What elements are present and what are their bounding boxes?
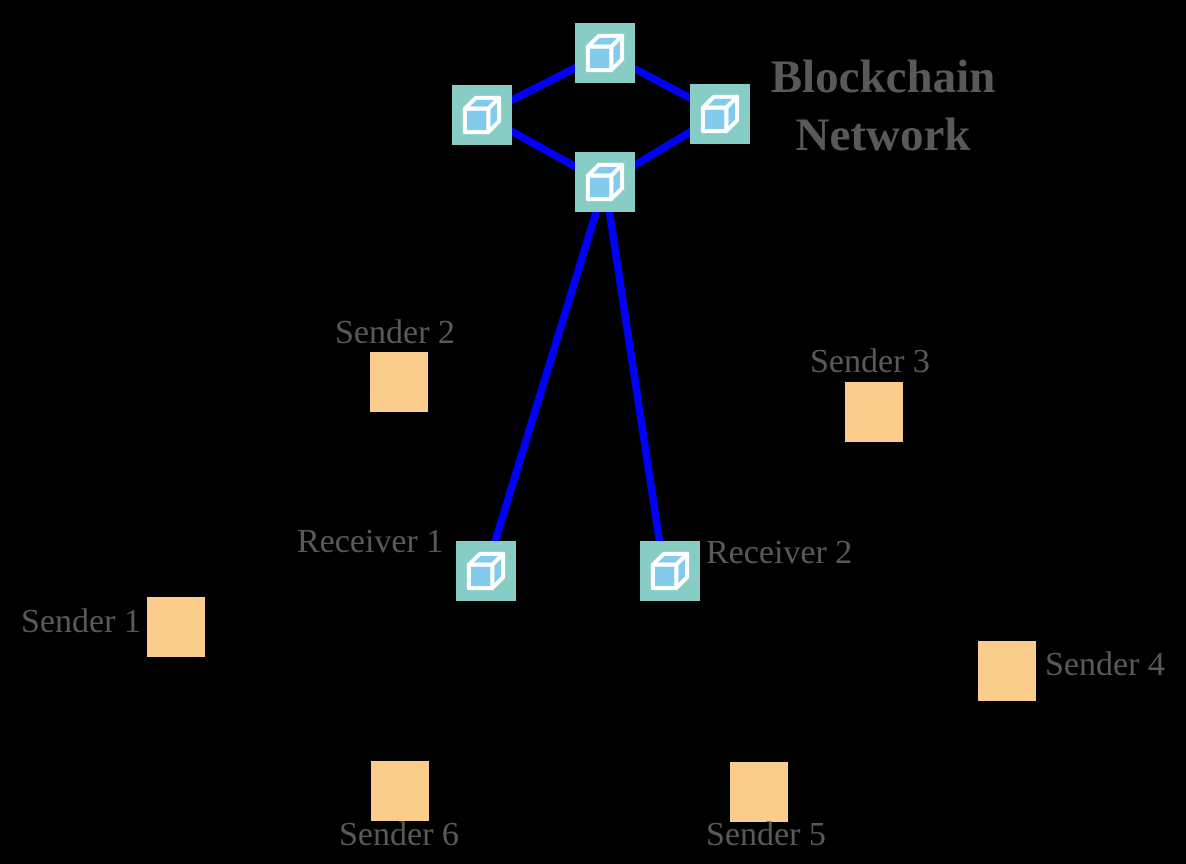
link-to-receiver-1 bbox=[482, 179, 609, 575]
cube-icon bbox=[643, 544, 697, 598]
diagram-title-line-1: Blockchain bbox=[770, 51, 996, 103]
blockchain-node-top bbox=[575, 23, 635, 83]
diagram-title: Blockchain Network bbox=[740, 48, 1026, 165]
diagram-title-line-2: Network bbox=[795, 109, 971, 162]
sender-3-node bbox=[845, 382, 903, 442]
sender-4-label: Sender 4 bbox=[1045, 646, 1165, 683]
cube-icon bbox=[578, 155, 632, 209]
sender-2-label: Sender 2 bbox=[335, 314, 455, 351]
link-to-receiver-2 bbox=[601, 179, 668, 575]
sender-6-node bbox=[371, 761, 429, 821]
sender-6-label: Sender 6 bbox=[339, 816, 459, 853]
blockchain-node-right bbox=[690, 84, 750, 144]
blockchain-node-bottom bbox=[575, 152, 635, 212]
cube-icon bbox=[459, 544, 513, 598]
sender-2-node bbox=[370, 352, 428, 412]
receiver-2-node bbox=[640, 541, 700, 601]
sender-5-node bbox=[730, 762, 788, 822]
cube-icon bbox=[578, 26, 632, 80]
receiver-2-label: Receiver 2 bbox=[706, 534, 853, 571]
cube-icon bbox=[455, 88, 509, 142]
sender-4-node bbox=[978, 641, 1036, 701]
sender-3-label: Sender 3 bbox=[810, 343, 930, 380]
receiver-1-label: Receiver 1 bbox=[297, 523, 444, 560]
cube-icon bbox=[693, 87, 747, 141]
sender-1-label: Sender 1 bbox=[21, 603, 141, 640]
blockchain-node-left bbox=[452, 85, 512, 145]
receiver-1-node bbox=[456, 541, 516, 601]
sender-1-node bbox=[147, 597, 205, 657]
sender-5-label: Sender 5 bbox=[706, 816, 826, 853]
